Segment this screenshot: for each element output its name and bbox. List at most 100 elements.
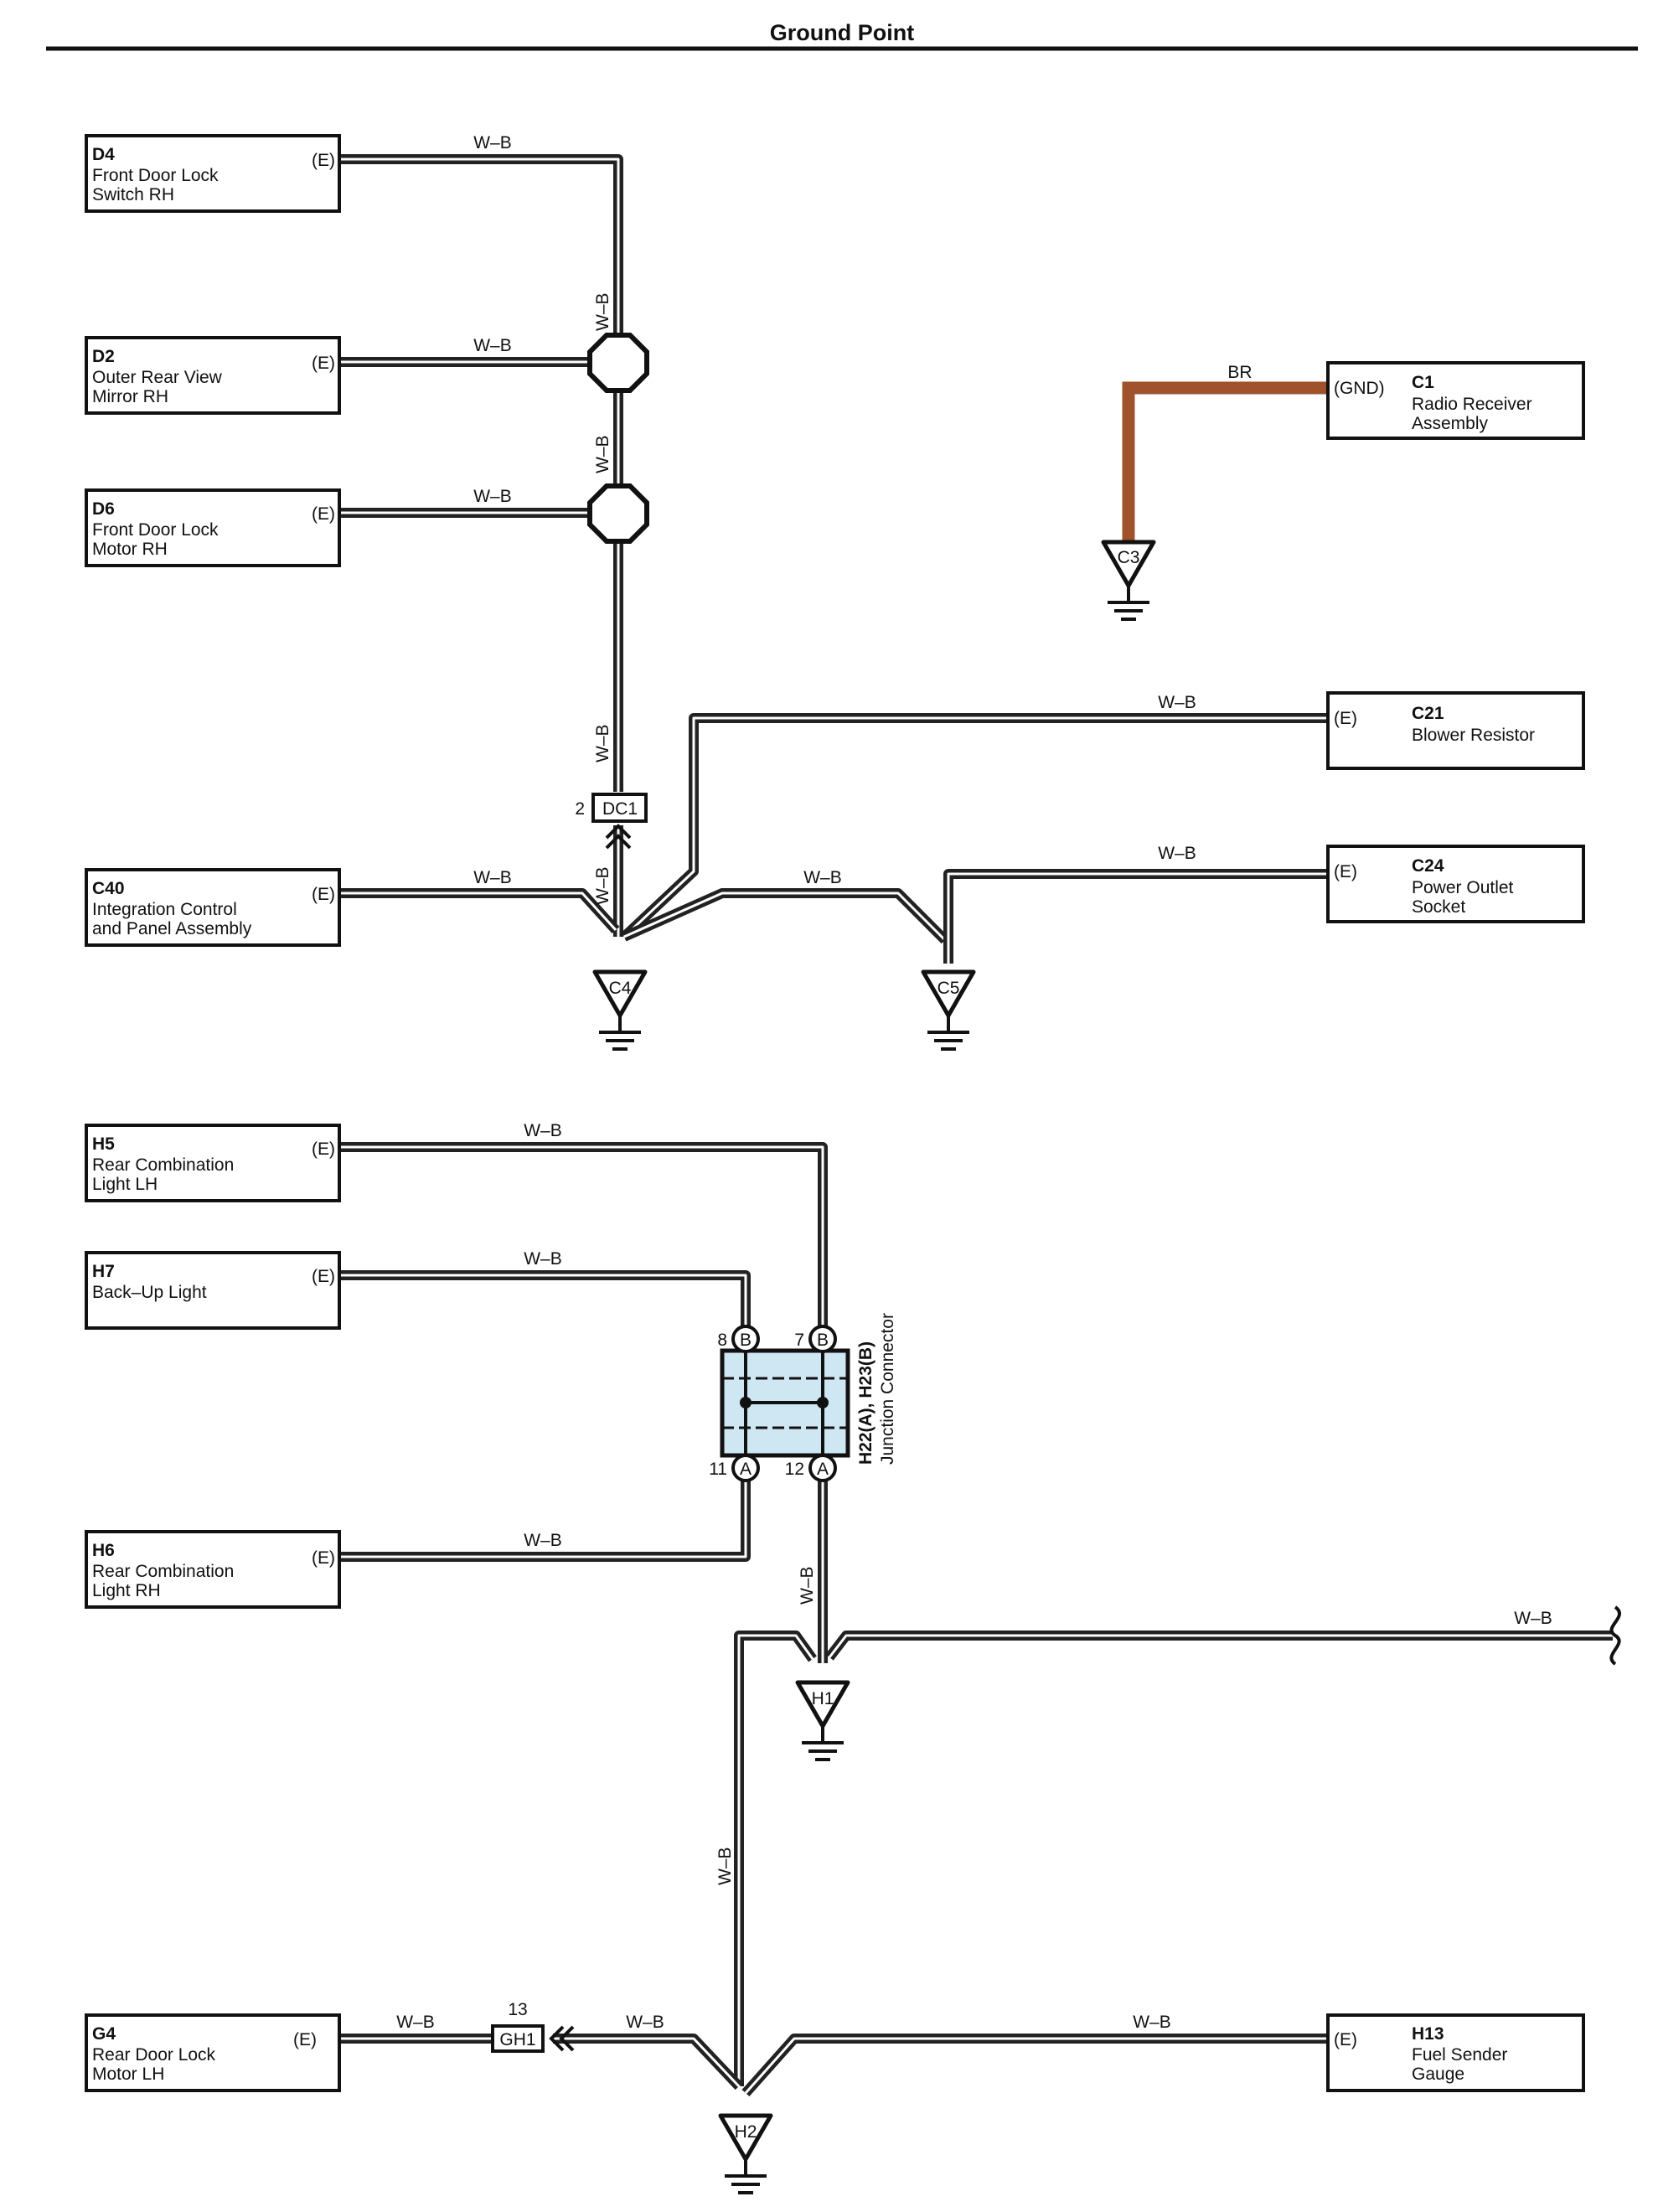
wire-break-symbol bbox=[1609, 1605, 1621, 1666]
component-h13: (E) H13 Fuel Sender Gauge bbox=[1326, 2013, 1585, 2092]
wire-h1-to-h2 bbox=[734, 1631, 817, 2086]
wire-label: W–B bbox=[715, 1847, 735, 1885]
component-name: Motor RH bbox=[92, 540, 168, 559]
wire-inner bbox=[339, 1274, 747, 1328]
wire-c1-br bbox=[1122, 381, 1328, 545]
junction-letter-br: A bbox=[817, 1460, 829, 1479]
component-c1: (GND) C1 Radio Receiver Assembly bbox=[1326, 361, 1585, 440]
wire-inner bbox=[553, 2037, 741, 2088]
component-pin: (E) bbox=[293, 2030, 317, 2049]
component-d2: D2 Outer Rear View Mirror RH (E) bbox=[85, 336, 341, 415]
junction-pin-tl: 8 bbox=[717, 1331, 727, 1350]
component-pin: (GND) bbox=[1334, 379, 1385, 398]
junction-letter-tl: B bbox=[740, 1331, 752, 1350]
gh1-label: GH1 bbox=[499, 2030, 535, 2049]
ground-c4-label: C4 bbox=[609, 979, 632, 998]
wire-label: W–B bbox=[593, 435, 612, 473]
component-name: Back–Up Light bbox=[92, 1283, 207, 1302]
component-id: D2 bbox=[92, 347, 115, 366]
wire-label-br: BR bbox=[1227, 363, 1252, 382]
page-title: Ground Point bbox=[770, 20, 914, 45]
component-id: D4 bbox=[92, 145, 115, 164]
component-c24: (E) C24 Power Outlet Socket bbox=[1326, 845, 1585, 923]
junction-title: H22(A), H23(B) bbox=[856, 1341, 875, 1465]
junction-pin-bl: 11 bbox=[709, 1460, 727, 1479]
wire-label: W–B bbox=[803, 868, 842, 887]
wire-label: W–B bbox=[1158, 693, 1196, 712]
component-id: C24 bbox=[1412, 856, 1444, 876]
component-id: H13 bbox=[1412, 2024, 1444, 2044]
component-pin: (E) bbox=[1334, 862, 1357, 881]
wire-label: W–B bbox=[473, 133, 512, 152]
component-name: Switch RH bbox=[92, 185, 174, 204]
component-c21: (E) C21 Blower Resistor bbox=[1326, 691, 1585, 770]
dc1-label: DC1 bbox=[602, 799, 638, 819]
wb-wires bbox=[339, 154, 1613, 2096]
dc1-chevron bbox=[605, 824, 632, 850]
dc1-pin: 2 bbox=[575, 799, 585, 819]
wire-label: W–B bbox=[1514, 1609, 1552, 1628]
connector-gh1 bbox=[491, 2024, 545, 2053]
wire-label: W–B bbox=[524, 1249, 562, 1269]
wire-label: W–B bbox=[1133, 2013, 1171, 2032]
wire-label: W–B bbox=[473, 868, 512, 887]
component-pin: (E) bbox=[312, 1267, 335, 1286]
component-id: H5 bbox=[92, 1134, 115, 1154]
component-pin: (E) bbox=[312, 151, 335, 170]
junction-letter-bl: A bbox=[740, 1460, 752, 1479]
wire-h13 bbox=[741, 2034, 1328, 2096]
wire-c21 bbox=[620, 713, 1328, 941]
component-id: H6 bbox=[92, 1541, 115, 1560]
component-name: Socket bbox=[1412, 897, 1465, 917]
wire-inner bbox=[744, 2037, 1328, 2094]
ground-c5-label: C5 bbox=[937, 979, 960, 998]
component-pin: (E) bbox=[312, 1140, 335, 1159]
component-name: Motor LH bbox=[92, 2065, 164, 2084]
wire-label: W–B bbox=[524, 1531, 562, 1550]
component-name: Power Outlet bbox=[1412, 878, 1514, 897]
wire-label: W–B bbox=[593, 866, 612, 905]
component-pin: (E) bbox=[1334, 2030, 1357, 2049]
component-g4: G4 Rear Door Lock Motor LH (E) bbox=[85, 2013, 341, 2092]
wire-inner bbox=[339, 1479, 747, 1558]
wire-inner bbox=[339, 892, 617, 932]
component-name: Rear Combination bbox=[92, 1562, 234, 1581]
component-name: Integration Control bbox=[92, 900, 237, 919]
component-id: H7 bbox=[92, 1262, 115, 1281]
component-pin: (E) bbox=[312, 1548, 335, 1568]
component-d4: D4 Front Door Lock Switch RH (E) bbox=[85, 134, 341, 213]
wire-c40 bbox=[339, 888, 620, 934]
connector-dc1 bbox=[591, 793, 648, 823]
component-pin: (E) bbox=[312, 885, 335, 904]
component-name: Front Door Lock bbox=[92, 520, 219, 540]
wire-inner bbox=[623, 892, 947, 942]
wire-label: W–B bbox=[524, 1121, 562, 1140]
wire-inner bbox=[622, 716, 1328, 938]
component-h6: H6 Rear Combination Light RH (E) bbox=[85, 1530, 341, 1609]
junction-pin-tr: 7 bbox=[794, 1331, 804, 1350]
component-pin: (E) bbox=[312, 354, 335, 373]
wire-label: W–B bbox=[593, 724, 612, 762]
gh1-pin: 13 bbox=[508, 2000, 527, 2019]
wire-labels: W–B W–B W–B W–B W–B W–B W–B W–B W–B W–B … bbox=[396, 133, 1552, 2032]
wire-gh1-to-h2 bbox=[553, 2034, 743, 2091]
component-name: Fuel Sender bbox=[1412, 2045, 1507, 2065]
component-name: Outer Rear View bbox=[92, 368, 223, 387]
junction-connector bbox=[720, 1325, 850, 1482]
component-pin: (E) bbox=[312, 504, 335, 524]
wire-inner bbox=[737, 1634, 814, 2086]
ground-c3-label: C3 bbox=[1118, 548, 1140, 567]
wire-inner bbox=[828, 1634, 1613, 1658]
component-name: Blower Resistor bbox=[1412, 726, 1535, 745]
gh1-chevron bbox=[549, 2025, 575, 2052]
component-d6: D6 Front Door Lock Motor RH (E) bbox=[85, 488, 341, 567]
component-name: Light RH bbox=[92, 1581, 161, 1600]
component-name: Radio Receiver bbox=[1412, 395, 1532, 414]
component-id: C21 bbox=[1412, 704, 1444, 723]
wire-label: W–B bbox=[626, 2013, 664, 2032]
component-name: Assembly bbox=[1412, 414, 1489, 433]
component-name: Gauge bbox=[1412, 2065, 1464, 2084]
wire-d4 bbox=[339, 154, 623, 362]
component-pin: (E) bbox=[1334, 709, 1357, 728]
